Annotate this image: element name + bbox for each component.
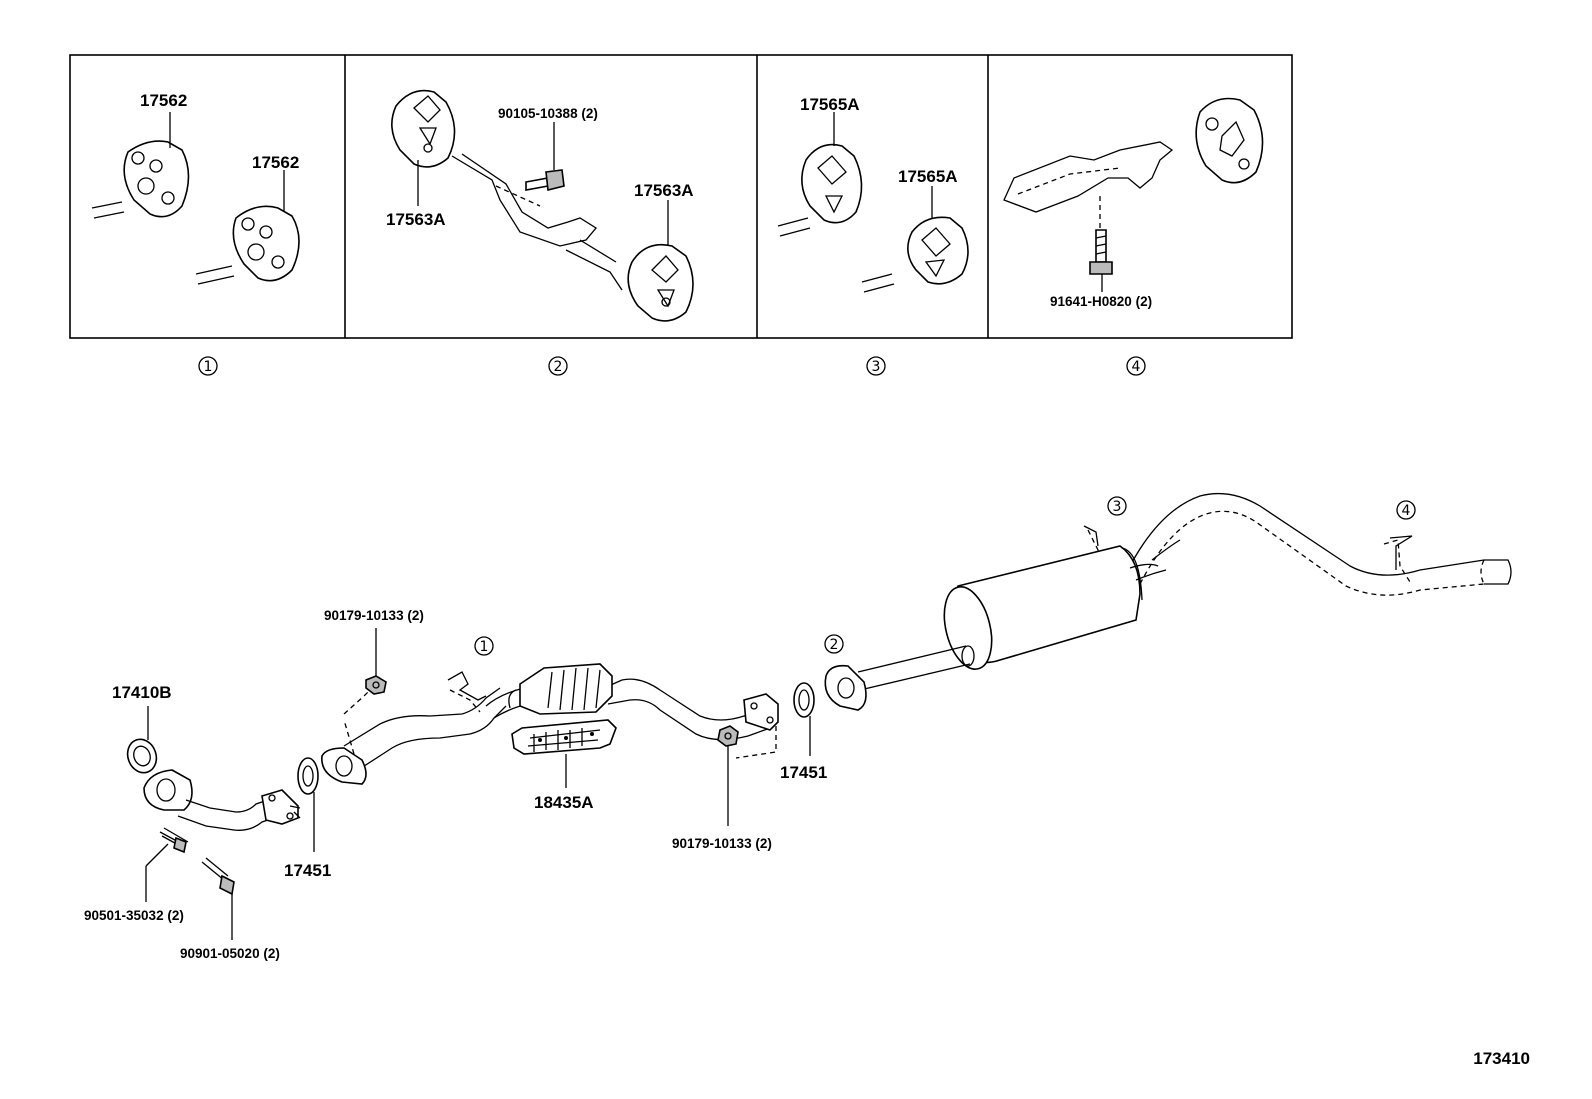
callout-3: 3 [1107, 496, 1127, 516]
part-label: 17562 [140, 91, 187, 110]
panel-4: 91641-H0820 (2) [1003, 97, 1264, 309]
bolt-icon [1089, 229, 1113, 275]
muffler [943, 545, 1167, 670]
panel-number-1: 1 [198, 356, 218, 376]
panel-number-2: 2 [548, 356, 568, 376]
hanger-rubber-icon [232, 205, 300, 282]
hanger-rubber-icon [123, 140, 190, 218]
svg-text:1: 1 [204, 359, 213, 375]
part-label: 90179-10133 (2) [324, 608, 424, 623]
nut-icon [717, 725, 739, 747]
hanger-rubber-icon [627, 243, 694, 322]
part-label: 17565A [898, 167, 958, 186]
part-label: 90901-05020 (2) [180, 946, 280, 961]
heat-insulator [511, 719, 617, 755]
panel-3: 17565A 17565A [777, 95, 969, 293]
front-pipe-flange [321, 747, 367, 785]
part-label: 17562 [252, 153, 299, 172]
part-label: 17563A [386, 210, 446, 229]
callout-1: 1 [474, 636, 494, 656]
stud-icon [159, 827, 189, 854]
part-label: 17451 [284, 861, 331, 880]
hanger-rubber-icon [391, 89, 456, 168]
hanger-rubber-icon [801, 143, 863, 224]
svg-text:2: 2 [830, 637, 839, 653]
part-label: 17410B [112, 683, 172, 702]
callout-4: 4 [1396, 500, 1416, 520]
illustration-number: 173410 [1473, 1049, 1530, 1068]
part-label: 90501-35032 (2) [84, 908, 184, 923]
svg-text:3: 3 [1113, 499, 1122, 515]
panel-2: 17563A 90105-10388 (2) 17563A [386, 89, 694, 322]
svg-text:3: 3 [872, 359, 881, 375]
part-label: 91641-H0820 (2) [1050, 294, 1152, 309]
bolt-icon [201, 857, 235, 896]
svg-text:4: 4 [1402, 503, 1411, 519]
hanger-panels-frame [69, 54, 1293, 339]
hanger-rubber-icon [1195, 97, 1264, 184]
flange-2 [824, 664, 867, 711]
part-label: 17563A [634, 181, 694, 200]
part-label: 90105-10388 (2) [498, 106, 598, 121]
gasket-ring [297, 757, 319, 795]
catalytic-converter [508, 663, 613, 715]
tail-pipe [1083, 492, 1512, 596]
panel-number-3: 3 [866, 356, 886, 376]
part-label: 18435A [534, 793, 594, 812]
svg-text:1: 1 [480, 639, 489, 655]
front-pipe [343, 671, 507, 771]
part-label: 17451 [780, 763, 827, 782]
gasket-ring [793, 682, 815, 718]
svg-text:4: 4 [1132, 359, 1141, 375]
hanger-rubber-icon [907, 216, 969, 285]
panel-1: 17562 17562 [91, 91, 300, 285]
callout-2: 2 [824, 634, 844, 654]
exhaust-manifold-pipe [143, 769, 299, 831]
panel-number-4: 4 [1126, 356, 1146, 376]
muffler-inlet-pipe [857, 645, 975, 691]
part-label: 90179-10133 (2) [672, 836, 772, 851]
svg-text:2: 2 [554, 359, 563, 375]
part-label: 17565A [800, 95, 860, 114]
nut-icon [365, 675, 387, 695]
front-gasket [126, 738, 158, 774]
bolt-icon [525, 169, 565, 191]
